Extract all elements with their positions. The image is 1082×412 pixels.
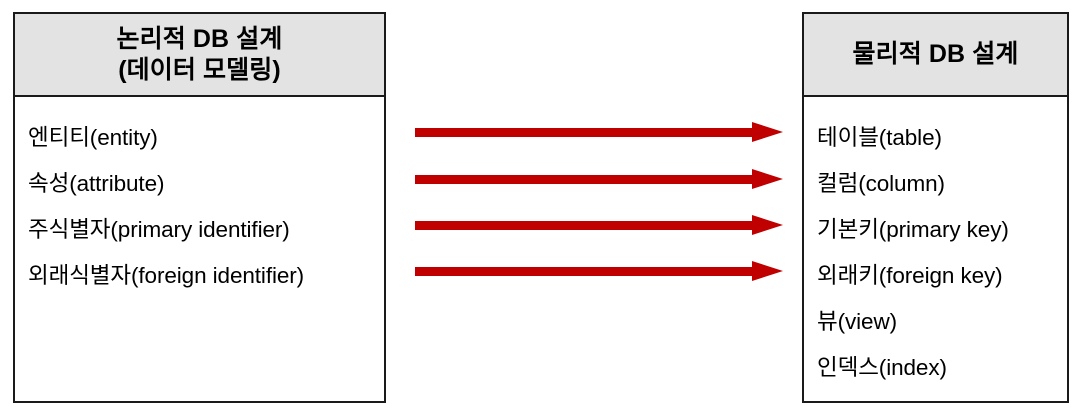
list-item: 인덱스(index) [817,355,947,381]
list-item: 테이블(table) [817,125,942,151]
list-item: 외래키(foreign key) [817,263,1003,289]
list-item: 엔티티(entity) [28,125,158,151]
physical-term-list: 테이블(table) 컬럼(column) 기본키(primary key) 외… [804,97,1067,401]
mapping-arrow-primary-identifier-to-primary-key [415,212,783,238]
logical-header-line-2: (데이터 모델링) [118,55,281,84]
mapping-arrow-foreign-identifier-to-foreign-key [415,258,783,284]
physical-db-design-header: 물리적 DB 설계 [804,14,1067,97]
list-item: 기본키(primary key) [817,217,1009,243]
logical-db-design-panel: 논리적 DB 설계 (데이터 모델링) 엔티티(entity) 속성(attri… [13,12,386,403]
list-item: 외래식별자(foreign identifier) [28,263,305,289]
mapping-arrow-attribute-to-column [415,166,783,192]
physical-db-design-panel: 물리적 DB 설계 테이블(table) 컬럼(column) 기본키(prim… [802,12,1069,403]
physical-header-line-1: 물리적 DB 설계 [852,40,1019,69]
logical-term-list: 엔티티(entity) 속성(attribute) 주식별자(primary i… [15,97,384,401]
logical-header-line-1: 논리적 DB 설계 [116,25,283,53]
list-item: 주식별자(primary identifier) [28,217,290,243]
logical-db-design-header: 논리적 DB 설계 (데이터 모델링) [15,14,384,97]
list-item: 뷰(view) [817,309,897,335]
mapping-arrow-entity-to-table [415,119,783,145]
list-item: 속성(attribute) [28,171,165,197]
list-item: 컬럼(column) [817,171,945,197]
